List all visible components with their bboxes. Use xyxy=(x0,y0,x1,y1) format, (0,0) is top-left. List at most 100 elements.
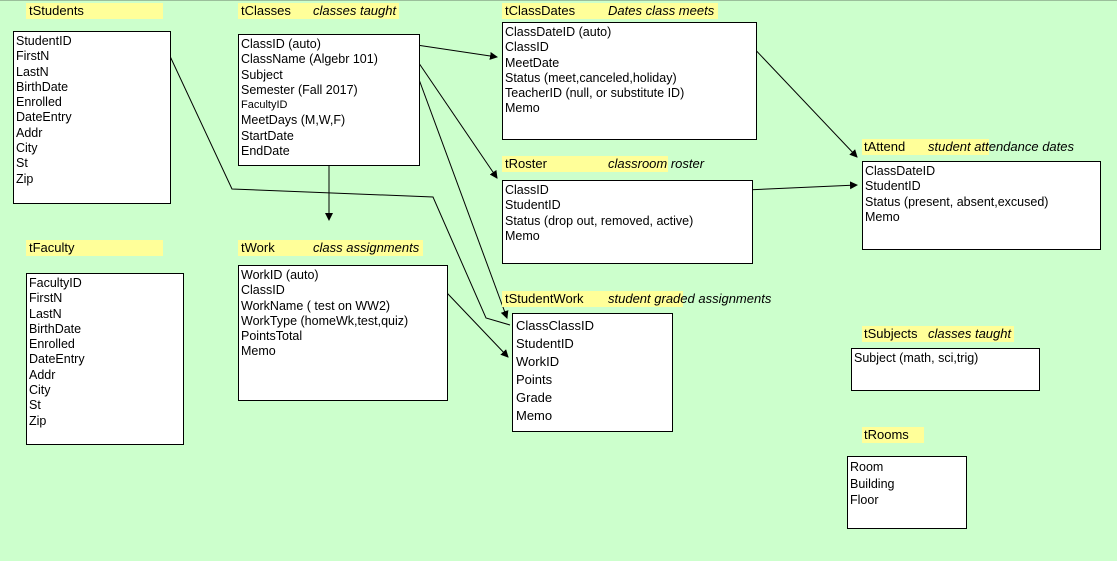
field: LastN xyxy=(29,306,62,321)
field: TeacherID (null, or substitute ID) xyxy=(505,86,685,101)
field: City xyxy=(29,383,51,398)
table-box-trooms[interactable]: Room Building Floor xyxy=(847,456,967,529)
field: ClassID xyxy=(505,183,549,197)
label-highlight xyxy=(26,3,163,19)
field: FacultyID xyxy=(29,276,82,290)
label-highlight xyxy=(502,156,668,172)
table-title-tsubjects: tSubjects classes taught xyxy=(864,326,1024,342)
field: MeetDays (M,W,F) xyxy=(241,113,346,128)
label-highlight xyxy=(238,240,423,256)
table-box-tclassdates[interactable]: ClassDateID (auto) ClassID MeetDate Stat… xyxy=(502,22,757,140)
field: ClassDateID (auto) xyxy=(505,25,612,39)
label-highlight xyxy=(862,326,1014,342)
table-box-twork[interactable]: WorkID (auto) ClassID WorkName ( test on… xyxy=(238,265,448,401)
field: PointsTotal xyxy=(241,329,303,344)
field: Zip xyxy=(16,171,34,186)
field: EndDate xyxy=(241,144,290,159)
top-border xyxy=(0,0,1117,1)
field: Status (meet,canceled,holiday) xyxy=(505,70,677,85)
field: WorkType (homeWk,test,quiz) xyxy=(241,313,409,328)
table-description: classes taught xyxy=(313,3,397,18)
table-title-tattend: tAttend student attendance dates xyxy=(864,139,1084,155)
field: Subject xyxy=(241,67,283,82)
field: DateEntry xyxy=(16,110,72,125)
field: LastN xyxy=(16,64,49,79)
label-highlight xyxy=(26,240,163,256)
table-title-tstudents: tStudents xyxy=(29,3,84,19)
field: FacultyID xyxy=(241,99,288,112)
field: StudentID xyxy=(516,336,574,351)
label-highlight xyxy=(502,3,718,19)
rel-roster-attend xyxy=(744,181,858,191)
rel-classes-studentwork xyxy=(409,54,509,319)
field: DateEntry xyxy=(29,352,85,367)
field: WorkName ( test on WW2) xyxy=(241,298,391,313)
field: BirthDate xyxy=(29,321,82,336)
field: Addr xyxy=(29,367,56,382)
table-title-trooms: tRooms xyxy=(864,427,909,443)
field: ClassClassID xyxy=(516,318,595,333)
table-name: tWork xyxy=(241,240,275,255)
field: StartDate xyxy=(241,128,294,143)
field: Enrolled xyxy=(29,337,75,352)
table-description: student graded assignments xyxy=(608,291,772,306)
field: BirthDate xyxy=(16,79,69,94)
table-description: class assignments xyxy=(313,240,420,255)
field: Grade xyxy=(516,390,553,405)
field: Memo xyxy=(505,101,540,116)
field: StudentID xyxy=(865,179,921,194)
field: StudentID xyxy=(505,198,561,213)
table-name: tSubjects xyxy=(864,326,918,341)
label-highlight xyxy=(862,427,924,443)
rel-classes-classdates xyxy=(409,43,498,60)
table-name: tClassDates xyxy=(505,3,576,18)
field: Room xyxy=(850,460,884,474)
label-highlight xyxy=(502,291,683,307)
label-highlight xyxy=(862,139,989,155)
table-name: tFaculty xyxy=(29,240,75,255)
field: ClassID xyxy=(505,40,549,55)
field: WorkID (auto) xyxy=(241,268,319,282)
rel-classdates-attend xyxy=(747,41,858,158)
table-box-tstudentwork[interactable]: ClassClassID StudentID WorkID Points Gra… xyxy=(512,313,673,432)
table-box-tsubjects[interactable]: Subject (math, sci,trig) xyxy=(851,348,1040,391)
field: FirstN xyxy=(16,49,50,64)
field: Addr xyxy=(16,125,43,140)
field: Memo xyxy=(516,408,553,423)
field: Memo xyxy=(505,228,540,243)
table-name: tRooms xyxy=(864,427,909,442)
table-name: tAttend xyxy=(864,139,906,154)
table-title-troster: tRoster classroom roster xyxy=(505,156,715,172)
field: Memo xyxy=(241,344,276,359)
table-title-tclassdates: tClassDates Dates class meets xyxy=(505,3,720,19)
field: St xyxy=(16,156,28,171)
field: Status (present, absent,excused) xyxy=(865,194,1049,209)
field: ClassID (auto) xyxy=(241,37,321,51)
table-box-tattend[interactable]: ClassDateID StudentID Status (present, a… xyxy=(862,161,1101,250)
table-box-tclasses[interactable]: ClassID (auto) ClassName (Algebr 101) Su… xyxy=(238,34,420,166)
table-description: Dates class meets xyxy=(608,3,715,18)
field: Zip xyxy=(29,413,47,428)
table-box-tstudents[interactable]: StudentID FirstN LastN BirthDate Enrolle… xyxy=(13,31,171,204)
field: FirstN xyxy=(29,291,63,306)
table-title-tclasses: tClasses classes taught xyxy=(241,3,401,19)
table-name: tClasses xyxy=(241,3,291,18)
rel-students-studentwork xyxy=(161,38,511,326)
field: Semester (Fall 2017) xyxy=(241,82,358,97)
field: WorkID xyxy=(516,354,560,369)
field: St xyxy=(29,398,41,413)
field: Points xyxy=(516,372,553,387)
field: StudentID xyxy=(16,34,72,48)
field: ClassName (Algebr 101) xyxy=(241,52,378,67)
table-box-troster[interactable]: ClassID StudentID Status (drop out, remo… xyxy=(502,180,753,264)
field: ClassID xyxy=(241,283,285,298)
table-description: student attendance dates xyxy=(928,139,1075,154)
table-title-tfaculty: tFaculty xyxy=(29,240,75,256)
table-title-twork: tWork class assignments xyxy=(241,240,431,256)
table-title-tstudentwork: tStudentWork student graded assignments xyxy=(505,291,775,307)
field: ClassDateID xyxy=(865,164,936,178)
field: Enrolled xyxy=(16,95,62,110)
table-box-tfaculty[interactable]: FacultyID FirstN LastN BirthDate Enrolle… xyxy=(26,273,184,445)
